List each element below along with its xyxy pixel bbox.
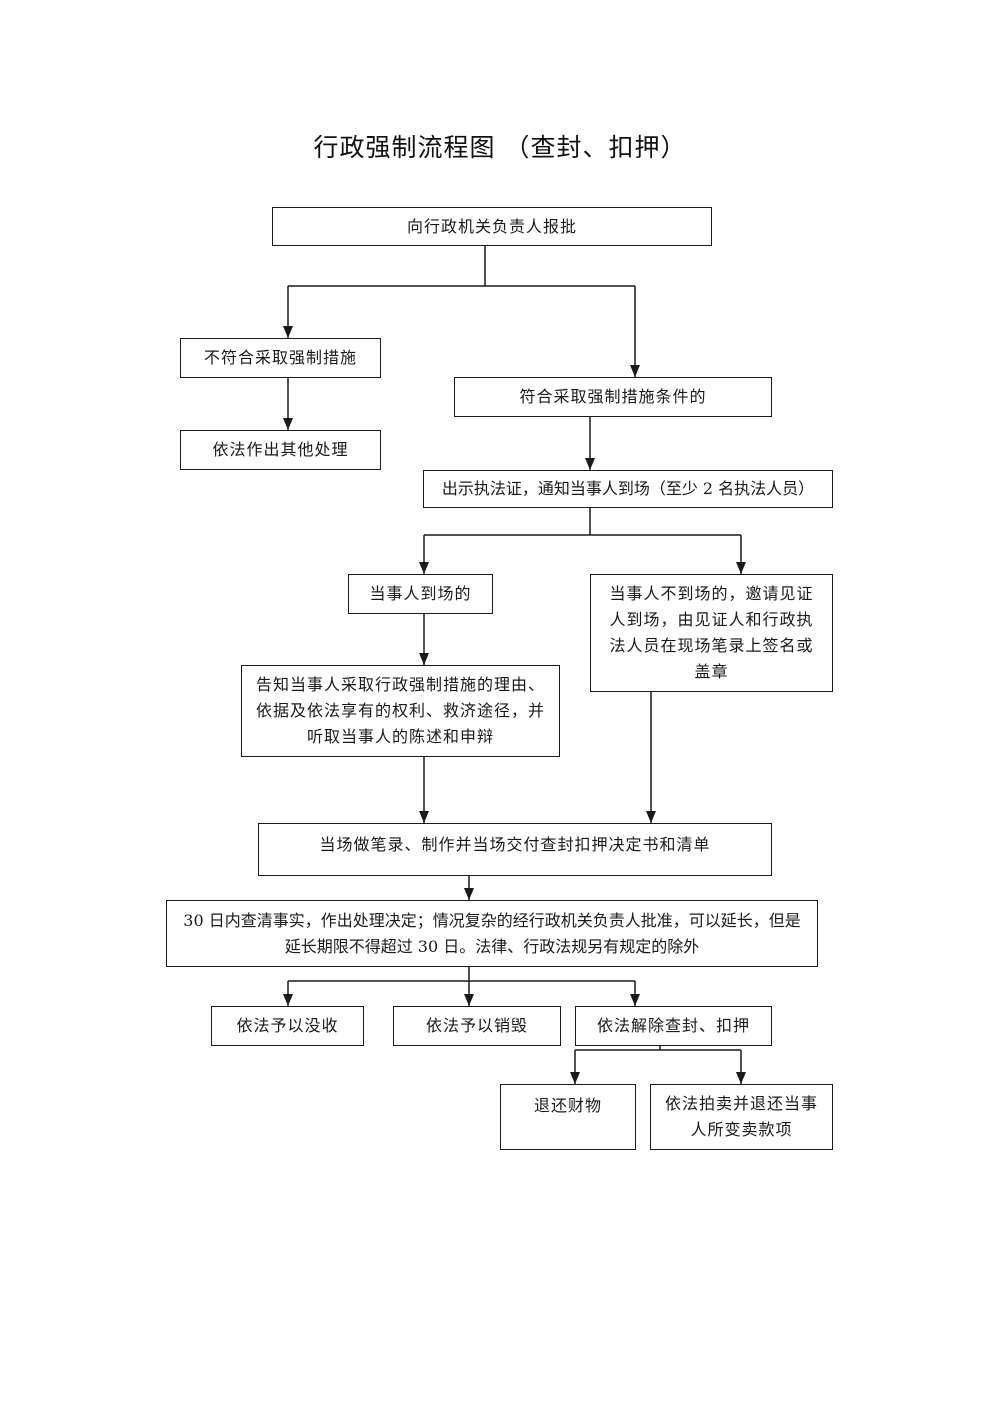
node-auction: 依法拍卖并退还当事人所变卖款项 <box>650 1084 833 1150</box>
node-show-cert: 出示执法证，通知当事人到场（至少 2 名执法人员） <box>423 470 833 508</box>
node-party-present: 当事人到场的 <box>348 574 493 614</box>
node-inform: 告知当事人采取行政强制措施的理由、依据及依法享有的权利、救济途径，并听取当事人的… <box>241 665 560 757</box>
node-release-label: 依法解除查封、扣押 <box>596 1016 750 1035</box>
node-record: 当场做笔录、制作并当场交付查封扣押决定书和清单 <box>258 823 772 876</box>
node-not-meet: 不符合采取强制措施 <box>180 338 381 378</box>
node-release: 依法解除查封、扣押 <box>575 1006 772 1046</box>
node-auction-label: 依法拍卖并退还当事人所变卖款项 <box>665 1094 819 1139</box>
node-other-handling-label: 依法作出其他处理 <box>212 440 349 459</box>
node-return-property: 退还财物 <box>500 1084 636 1150</box>
node-record-label: 当场做笔录、制作并当场交付查封扣押决定书和清单 <box>319 835 711 854</box>
node-meet-label: 符合采取强制措施条件的 <box>519 387 707 406</box>
node-inform-label: 告知当事人采取行政强制措施的理由、依据及依法享有的权利、救济途径，并听取当事人的… <box>255 675 545 746</box>
node-report-label: 向行政机关负责人报批 <box>406 216 577 236</box>
page-title: 行政强制流程图 （查封、扣押） <box>313 133 687 162</box>
node-destroy-label: 依法予以销毁 <box>425 1016 528 1035</box>
node-party-absent: 当事人不到场的，邀请见证人到场，由见证人和行政执法人员在现场笔录上签名或盖章 <box>590 574 833 692</box>
node-confiscate: 依法予以没收 <box>211 1006 364 1046</box>
node-decision-label: 30 日内查清事实，作出处理决定；情况复杂的经行政机关负责人批准，可以延长，但是… <box>183 910 801 956</box>
node-not-meet-label: 不符合采取强制措施 <box>203 348 357 367</box>
node-other-handling: 依法作出其他处理 <box>180 430 381 470</box>
node-confiscate-label: 依法予以没收 <box>236 1016 339 1035</box>
node-return-property-label: 退还财物 <box>533 1096 602 1115</box>
node-party-present-label: 当事人到场的 <box>369 584 472 603</box>
node-show-cert-label: 出示执法证，通知当事人到场（至少 2 名执法人员） <box>441 479 815 498</box>
node-decision: 30 日内查清事实，作出处理决定；情况复杂的经行政机关负责人批准，可以延长，但是… <box>166 900 818 967</box>
node-meet: 符合采取强制措施条件的 <box>454 377 772 417</box>
node-party-absent-label: 当事人不到场的，邀请见证人到场，由见证人和行政执法人员在现场笔录上签名或盖章 <box>609 584 814 681</box>
node-report: 向行政机关负责人报批 <box>272 207 712 246</box>
node-destroy: 依法予以销毁 <box>393 1006 561 1046</box>
